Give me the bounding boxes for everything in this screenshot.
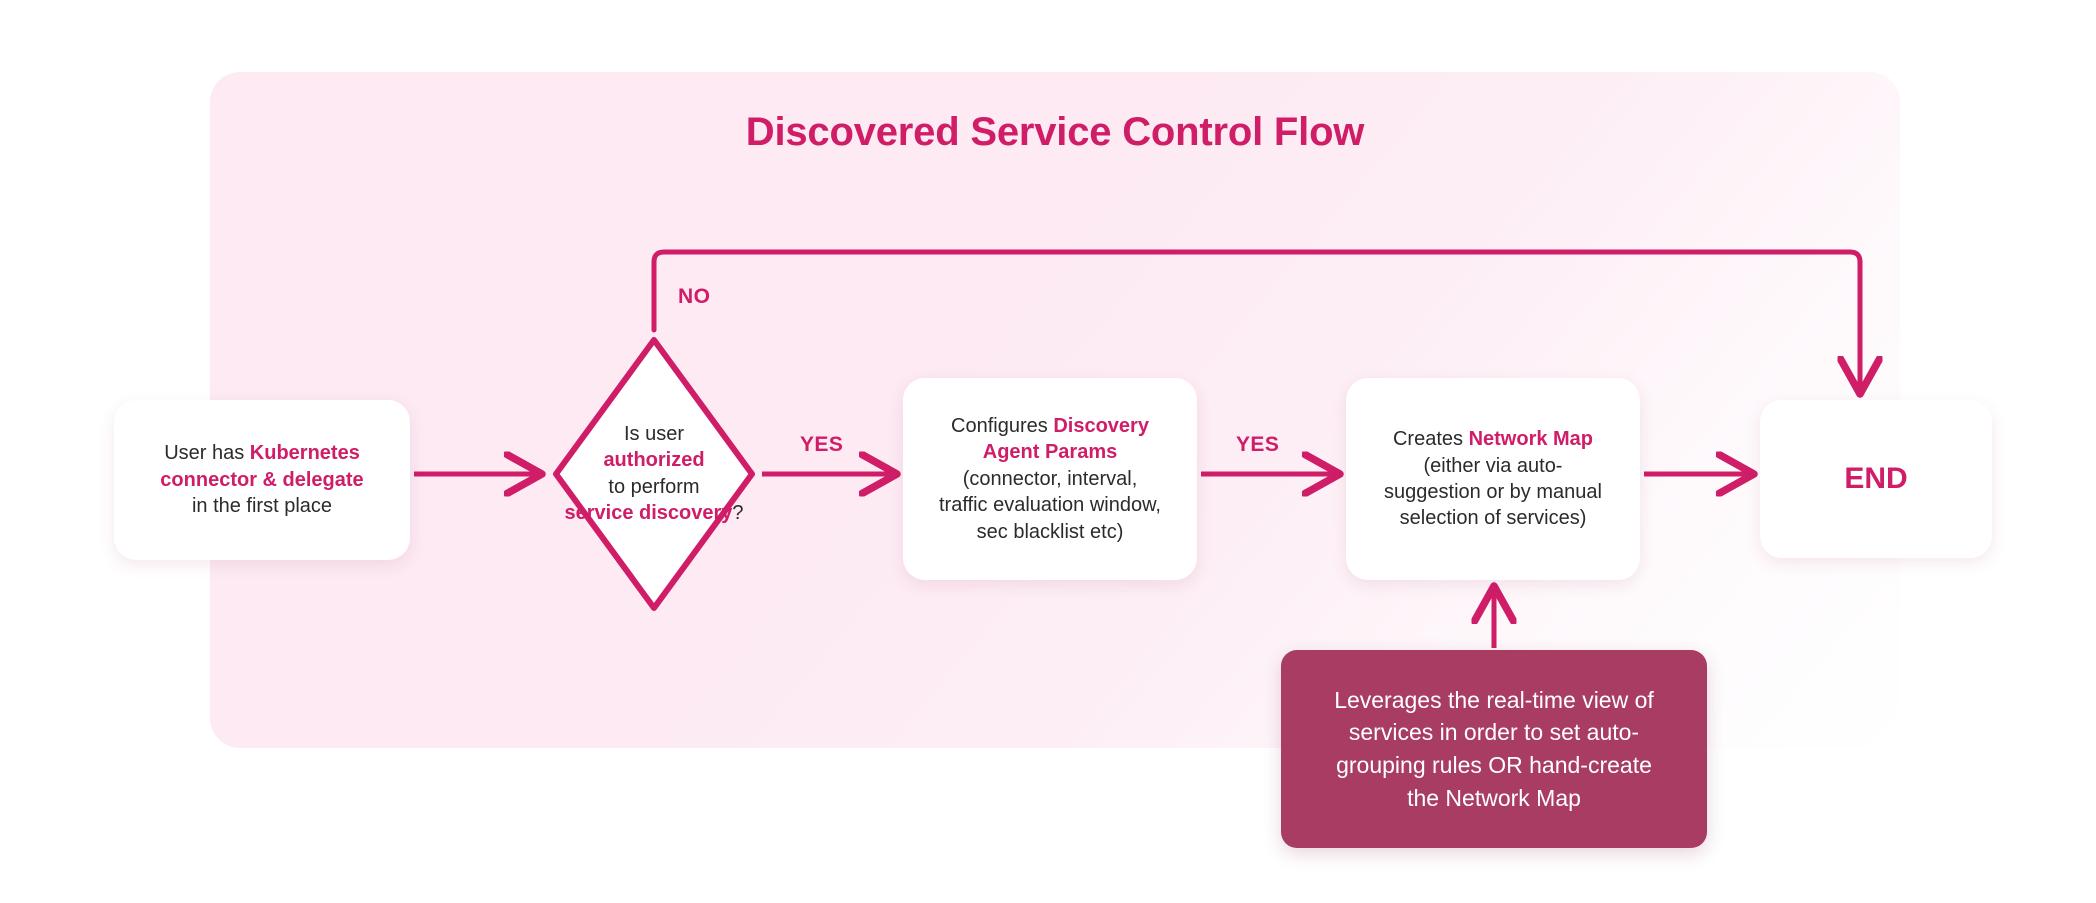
node-start[interactable]: User has Kubernetes connector & delegate… bbox=[114, 400, 410, 560]
node-configure-line2-highlight: Agent Params bbox=[982, 441, 1118, 464]
node-creates-network-map[interactable]: Creates Network Map (either via auto- su… bbox=[1346, 378, 1640, 580]
node-end[interactable]: END bbox=[1760, 400, 1992, 558]
node-decision-text: Is user authorized to perform service di… bbox=[550, 421, 758, 527]
node-configure-line4: traffic evaluation window, bbox=[939, 494, 1161, 517]
note-line2: services in order to set auto- bbox=[1348, 719, 1640, 746]
node-networkmap-line3: suggestion or by manual bbox=[1384, 481, 1602, 503]
node-decision-line2-highlight: authorized bbox=[603, 449, 705, 472]
node-configure-discovery-agent-params[interactable]: Configures Discovery Agent Params (conne… bbox=[903, 378, 1197, 580]
node-networkmap-line4: selection of services) bbox=[1399, 507, 1587, 530]
node-configure-line3: (connector, interval, bbox=[962, 467, 1138, 490]
node-decision-line4-suffix: ? bbox=[732, 502, 744, 525]
node-configure-line1-plain: Configures bbox=[951, 415, 1054, 438]
edge-label-yes-2: YES bbox=[1236, 433, 1280, 456]
node-networkmap-line2: (either via auto- bbox=[1423, 454, 1563, 477]
note-network-map-leverage[interactable]: Leverages the real-time view of services… bbox=[1281, 650, 1707, 848]
note-line4: the Network Map bbox=[1407, 784, 1581, 811]
page-title: Discovered Service Control Flow bbox=[745, 110, 1365, 154]
node-decision-line4-highlight: service discovery bbox=[564, 502, 733, 525]
diamond-shape bbox=[553, 337, 755, 611]
node-networkmap-line1-plain: Creates bbox=[1392, 428, 1469, 451]
node-configure-line1-highlight: Discovery bbox=[1053, 415, 1149, 438]
node-networkmap-text: Creates Network Map (either via auto- su… bbox=[1360, 426, 1626, 532]
node-configure-line5: sec blacklist etc) bbox=[976, 520, 1124, 543]
node-start-line2-highlight: connector & delegate bbox=[160, 468, 364, 491]
node-decision[interactable]: Is user authorized to perform service di… bbox=[550, 334, 758, 614]
node-start-line3: in the first place bbox=[191, 495, 333, 518]
node-configure-text: Configures Discovery Agent Params (conne… bbox=[917, 413, 1183, 545]
node-decision-line1: Is user bbox=[623, 423, 685, 446]
node-start-line1-plain: User has bbox=[164, 442, 250, 465]
edge-label-no: NO bbox=[678, 285, 711, 308]
node-start-text: User has Kubernetes connector & delegate… bbox=[128, 440, 396, 519]
node-networkmap-line1-highlight: Network Map bbox=[1468, 428, 1594, 451]
note-line3: grouping rules OR hand-create bbox=[1336, 752, 1652, 778]
edge-label-yes-1: YES bbox=[800, 433, 844, 456]
node-start-line1-highlight: Kubernetes bbox=[249, 442, 360, 465]
node-end-label: END bbox=[1844, 462, 1908, 496]
note-line1: Leverages the real-time view of bbox=[1334, 686, 1654, 713]
node-decision-line3: to perform bbox=[608, 476, 700, 498]
note-text: Leverages the real-time view of services… bbox=[1334, 684, 1654, 815]
